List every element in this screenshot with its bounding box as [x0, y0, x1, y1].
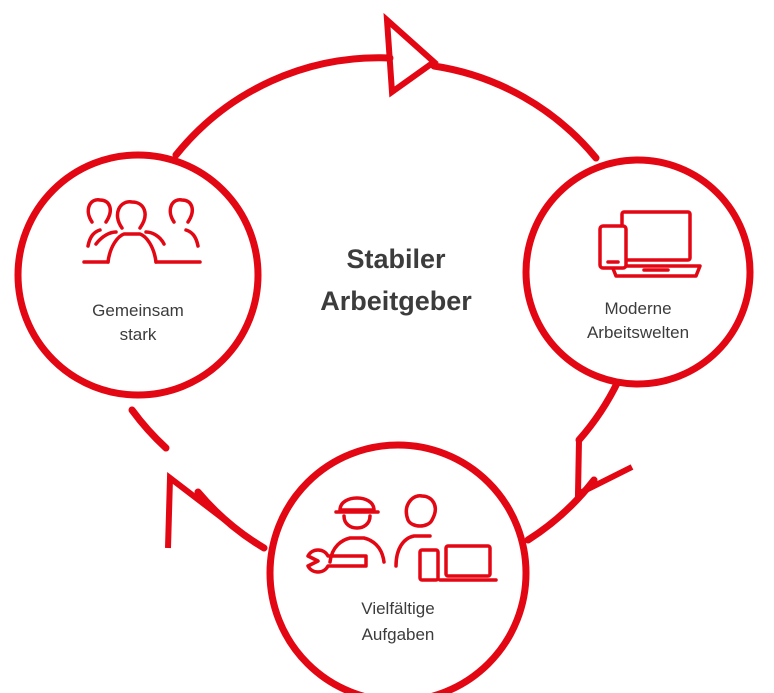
node-label-moderne-line1: Moderne — [604, 299, 671, 318]
arrowhead-right — [574, 439, 634, 499]
node-label-moderne-line2: Arbeitswelten — [587, 323, 689, 342]
node-circle-moderne-arbeitswelten — [522, 156, 754, 388]
node-label-vielfaeltige-line1: Vielfältige — [361, 599, 434, 618]
phone-and-laptop-icon — [598, 210, 702, 278]
arrowhead-top — [383, 12, 439, 98]
node-label-vielfaeltige-line2: Aufgaben — [362, 625, 435, 644]
cycle-arc-top-right — [430, 62, 600, 162]
center-title-line2: Arbeitgeber — [320, 286, 472, 316]
node-circle-gemeinsam-stark — [14, 151, 262, 399]
node-label-gemeinsam-line1: Gemeinsam — [92, 301, 184, 320]
center-title-line1: Stabiler — [346, 244, 446, 274]
node-label-gemeinsam-line2: stark — [120, 325, 157, 344]
cycle-arc-top-left — [172, 54, 394, 159]
cycle-arc-bottom-left — [194, 488, 268, 552]
arrowhead-left — [165, 472, 240, 549]
node-circle-vielfaeltige-aufgaben — [266, 441, 530, 693]
group-of-people-icon — [82, 198, 202, 264]
worker-and-office-person-icon — [306, 494, 498, 582]
cycle-arc-left — [128, 406, 170, 452]
